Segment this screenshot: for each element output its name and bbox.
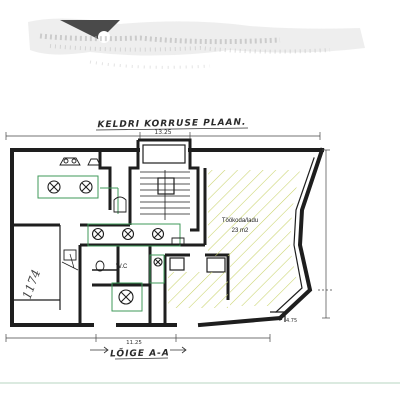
plan-title: KELDRI KORRUSE PLAAN. bbox=[97, 118, 246, 131]
right-dimension-line bbox=[318, 149, 332, 319]
wc-label: W.C bbox=[116, 264, 128, 270]
radiator-icon bbox=[113, 196, 127, 213]
section-arrows bbox=[90, 346, 187, 354]
lamp-icon bbox=[118, 289, 134, 305]
lamp-icon bbox=[47, 180, 61, 194]
lamp-icon bbox=[151, 227, 165, 241]
top-dimension-label: 13.25 bbox=[154, 129, 171, 136]
lamp-icon bbox=[91, 227, 105, 241]
section-underline bbox=[114, 357, 169, 360]
room-area: 23 m2 bbox=[232, 228, 249, 234]
lamp-icon bbox=[153, 257, 163, 267]
right-dimension-label: 4.75 bbox=[286, 318, 297, 324]
sink-icon bbox=[63, 249, 77, 261]
outer-walls bbox=[10, 147, 325, 328]
lamp-icons bbox=[47, 180, 165, 305]
toilet-icon bbox=[95, 260, 105, 272]
section-label: LÕIGE A-A bbox=[110, 346, 170, 359]
scan-smudge bbox=[28, 18, 365, 69]
radiator-icons bbox=[59, 157, 185, 245]
radiator-icon bbox=[59, 157, 81, 166]
workshop-room-hatch-lower bbox=[168, 272, 228, 308]
bottom-dimension-label: 11.25 bbox=[126, 340, 142, 346]
bottom-dimension-line bbox=[5, 334, 271, 342]
workshop-room-hatch bbox=[208, 170, 300, 306]
stair-core bbox=[128, 138, 200, 232]
handwritten-note: 1174 bbox=[20, 268, 44, 301]
radiator-icon bbox=[87, 158, 101, 166]
lamp-icon bbox=[79, 180, 93, 194]
fixtures-overlay bbox=[37, 175, 181, 312]
room-name: Töökoda/ladu bbox=[222, 218, 258, 224]
radiator-icon bbox=[171, 237, 185, 245]
wc-fixtures bbox=[61, 249, 105, 272]
lamp-icon bbox=[121, 227, 135, 241]
title-underline bbox=[95, 127, 249, 131]
